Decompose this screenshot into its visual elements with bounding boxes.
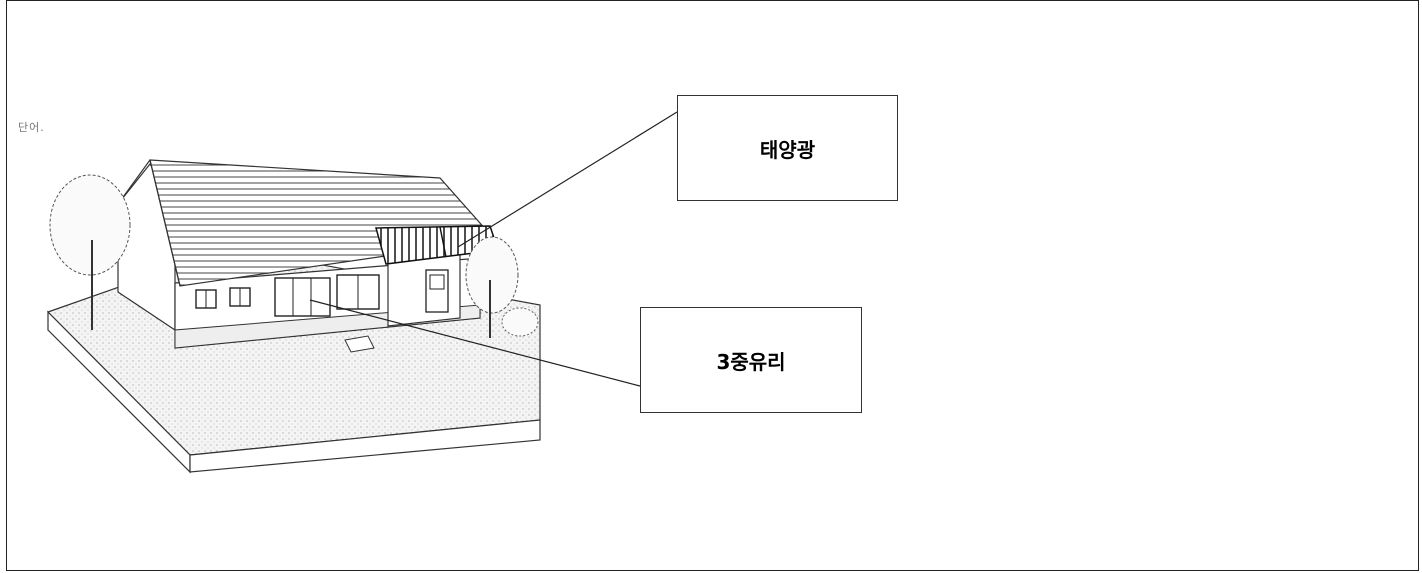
leader-line-solar xyxy=(457,111,678,248)
tree-left xyxy=(49,174,131,330)
callout-glass-label: 3중유리 xyxy=(716,349,786,374)
scan-fragment-text: 단어. xyxy=(18,121,45,134)
callout-triple-glass: 3중유리 xyxy=(640,307,862,413)
callout-solar-label: 태양광 xyxy=(759,137,816,162)
tree-right xyxy=(465,236,539,338)
callout-solar: 태양광 xyxy=(677,95,898,201)
leader-line-glass xyxy=(309,299,641,387)
house-body xyxy=(117,159,497,353)
